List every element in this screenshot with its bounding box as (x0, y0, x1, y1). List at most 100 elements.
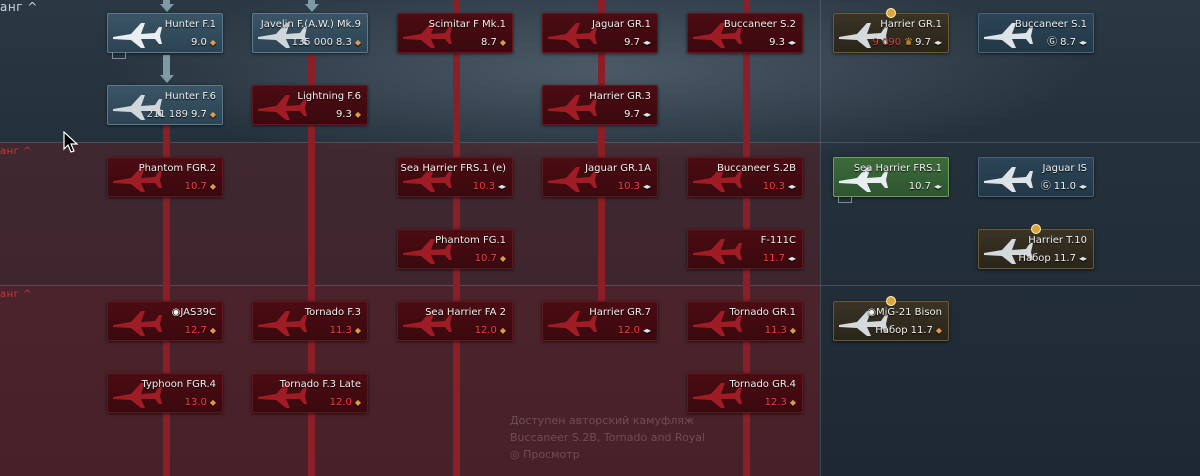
battle-rating: 12.0◆ (329, 397, 361, 408)
battle-rating: 13.0◆ (184, 397, 216, 408)
vehicle-name: Tornado GR.4 (729, 379, 796, 390)
vehicle-card-tornado-gr1[interactable]: Tornado GR.1 11.3◆ (687, 301, 803, 341)
rank-arrow-icon: ◂▸ (787, 182, 796, 191)
battle-rating: 10.7◂▸ (908, 181, 942, 192)
eye-icon: ◎ (510, 448, 524, 461)
vehicle-name: Sea Harrier FRS.1 (853, 163, 942, 174)
vehicle-card-f111c[interactable]: F-111C 11.7◂▸ (687, 229, 803, 269)
vehicle-card-lightning-f6[interactable]: Lightning F.6 9.3◆ (252, 85, 368, 125)
vehicle-card-jaguar-gr1[interactable]: Jaguar GR.1 9.7◂▸ (542, 13, 658, 53)
rank-diamond-icon: ◆ (499, 254, 506, 263)
crew-slot-icon (838, 196, 852, 203)
vehicle-card-hunter-f1[interactable]: Hunter F.1 9.0◆ (107, 13, 223, 59)
aircraft-icon (111, 17, 163, 51)
vehicle-card-buccaneer-s2[interactable]: Buccaneer S.2 9.3◂▸ (687, 13, 803, 53)
vehicle-name: Hunter F.1 (164, 19, 216, 30)
vehicle-card-sea-harrier-frs1e[interactable]: Sea Harrier FRS.1 (e) 10.3◂▸ (397, 157, 513, 197)
rank-diamond-icon: ◆ (499, 326, 506, 335)
premium-badge-icon (886, 8, 896, 18)
battle-rating: 10.7◆ (474, 253, 506, 264)
vehicle-name: Buccaneer S.2 (723, 19, 796, 30)
tree-connector (308, 55, 315, 476)
aircraft-icon (546, 17, 598, 51)
battle-rating: 8.7◆ (480, 37, 506, 48)
camouflage-notice[interactable]: Доступен авторский камуфляж Buccaneer S.… (510, 414, 706, 461)
premium-badge-icon (1031, 224, 1041, 234)
rank-arrow-icon: ◂▸ (642, 38, 651, 47)
battle-rating: 11.3◆ (764, 325, 796, 336)
battle-rating: 12.0◆ (474, 325, 506, 336)
vehicle-card-jas39c[interactable]: ◉JAS39C 12.7◆ (107, 301, 223, 341)
tree-connector (163, 125, 170, 476)
rank-arrow-icon: ◂▸ (1078, 38, 1087, 47)
battle-rating: 9.0◆ (190, 37, 216, 48)
vehicle-name: Tornado F.3 Late (279, 379, 361, 390)
crew-slot-icon (112, 52, 126, 59)
tree-connector (308, 0, 315, 6)
battle-rating: 9.3◆ (335, 109, 361, 120)
vehicle-name: Tornado F.3 (304, 307, 361, 318)
vehicle-card-phantom-fgr2[interactable]: Phantom FGR.2 10.7◆ (107, 157, 223, 197)
vehicle-card-tornado-f3-late[interactable]: Tornado F.3 Late 12.0◆ (252, 373, 368, 413)
rank-diamond-icon: ◆ (209, 110, 216, 119)
vehicle-card-jaguar-gr1a[interactable]: Jaguar GR.1A 10.3◂▸ (542, 157, 658, 197)
vehicle-name: Buccaneer S.1 (1014, 19, 1087, 30)
vehicle-name: Jaguar IS (1042, 163, 1087, 174)
research-points: 211 189 (146, 109, 188, 120)
vehicle-name: Phantom FGR.2 (138, 163, 216, 174)
vehicle-name: Tornado GR.1 (729, 307, 796, 318)
vehicle-card-tornado-f3[interactable]: Tornado F.3 11.3◆ (252, 301, 368, 341)
vehicle-card-typhoon-fgr4[interactable]: Typhoon FGR.4 13.0◆ (107, 373, 223, 413)
rank-arrow-icon: ◂▸ (933, 38, 942, 47)
mouse-cursor-icon (63, 131, 79, 153)
battle-rating: 11.3◆ (329, 325, 361, 336)
vehicle-card-sea-harrier-frs1[interactable]: Sea Harrier FRS.1 10.7◂▸ (833, 157, 949, 203)
vehicle-card-harrier-gr1[interactable]: Harrier GR.1 9 090♛9.7◂▸ (833, 8, 949, 53)
vehicle-card-tornado-gr4[interactable]: Tornado GR.4 12.3◆ (687, 373, 803, 413)
vehicle-card-sea-harrier-fa2[interactable]: Sea Harrier FA 2 12.0◆ (397, 301, 513, 341)
vehicle-card-phantom-fg1[interactable]: Phantom FG.1 10.7◆ (397, 229, 513, 269)
vehicle-card-buccaneer-s2b[interactable]: Buccaneer S.2B 10.3◂▸ (687, 157, 803, 197)
battle-rating: 12.7◆ (184, 325, 216, 336)
battle-rating: 10.3◂▸ (617, 181, 651, 192)
vehicle-name: Harrier T.10 (1028, 235, 1087, 246)
rank-diamond-icon: ◆ (209, 398, 216, 407)
battle-rating: 10.7◆ (184, 181, 216, 192)
rank-label-3[interactable]: анг ^ (0, 289, 32, 300)
vehicle-name: ◉JAS39C (171, 307, 216, 318)
vehicle-name: Buccaneer S.2B (716, 163, 796, 174)
vehicle-card-harrier-gr7[interactable]: Harrier GR.7 12.0◂▸ (542, 301, 658, 341)
premium-badge-icon (886, 296, 896, 306)
vehicle-name: Jaguar GR.1 (591, 19, 651, 30)
tree-arrow (160, 4, 174, 12)
vehicle-name: Harrier GR.7 (589, 307, 651, 318)
vehicle-name: ◉MiG-21 Bison (867, 307, 942, 318)
battle-rating: 10.3◂▸ (762, 181, 796, 192)
rank-arrow-icon: ◂▸ (642, 110, 651, 119)
rank-arrow-icon: ◂▸ (642, 326, 651, 335)
vehicle-card-scimitar[interactable]: Scimitar F Mk.1 8.7◆ (397, 13, 513, 53)
aircraft-icon (982, 161, 1034, 195)
rank-arrow-icon: ◂▸ (642, 182, 651, 191)
rank-diamond-icon: ◆ (209, 326, 216, 335)
rank-label-2[interactable]: анг ^ (0, 146, 32, 157)
vehicle-card-harrier-gr3[interactable]: Harrier GR.3 9.7◂▸ (542, 85, 658, 125)
rank-diamond-icon: ◆ (499, 38, 506, 47)
rank-label-top[interactable]: анг ^ (0, 0, 38, 14)
battle-rating: 9 090♛9.7◂▸ (872, 37, 942, 48)
battle-rating: 9.7◂▸ (624, 109, 651, 120)
battle-rating: 12.0◂▸ (617, 325, 651, 336)
squadron-icon: Ⓖ (1047, 37, 1058, 48)
